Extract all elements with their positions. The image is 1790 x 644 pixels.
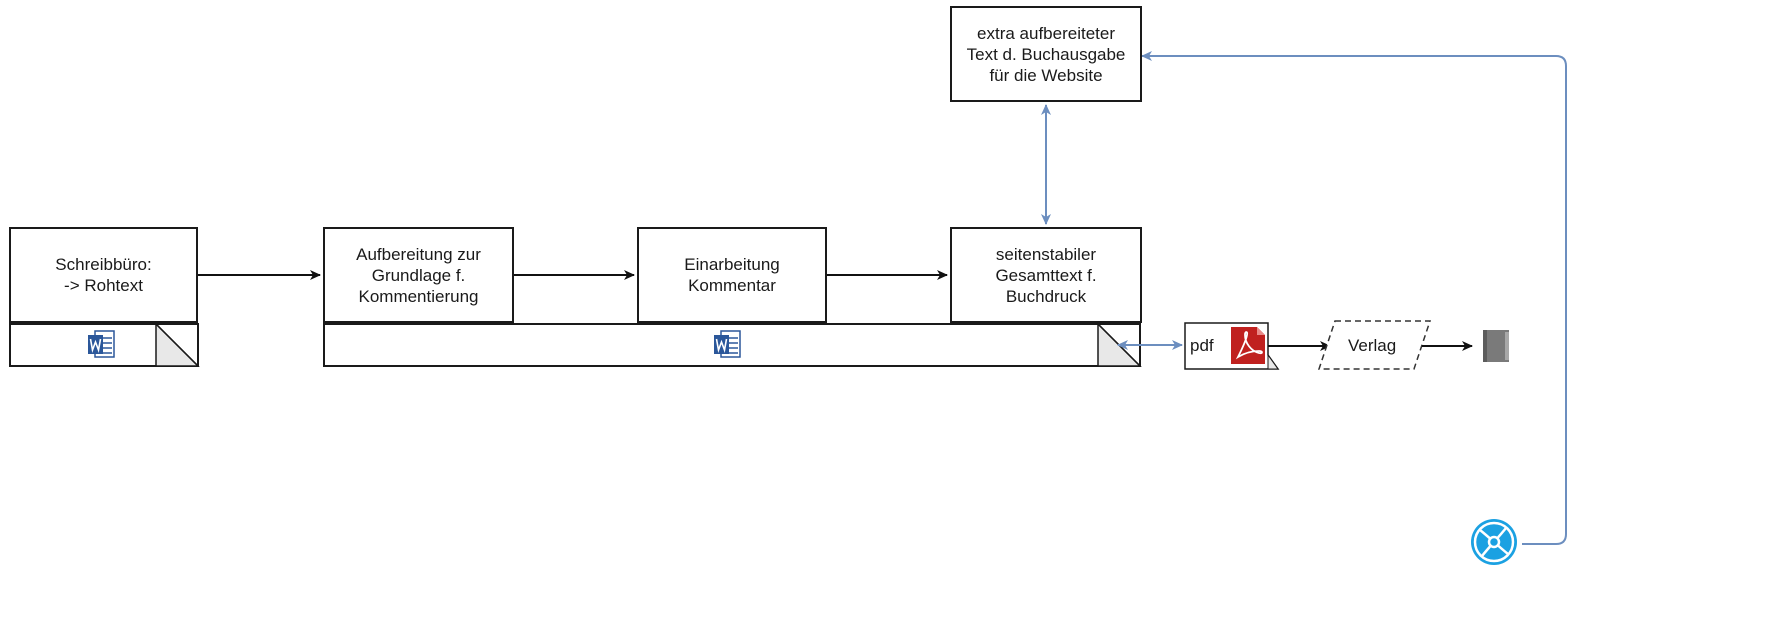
node-einarbeitung-label: Einarbeitung Kommentar	[684, 255, 780, 295]
pdf-label: pdf	[1190, 336, 1214, 355]
node-seitenstabil[interactable]: seitenstabiler Gesamttext f. Buchdruck	[950, 227, 1142, 323]
verlag-label: Verlag	[1348, 336, 1397, 355]
arrow-web-to-extra	[1141, 51, 1567, 545]
node-seitenstabil-label: seitenstabiler Gesamttext f. Buchdruck	[995, 244, 1097, 306]
node-schreibbuero[interactable]: Schreibbüro: -> Rohtext	[9, 227, 198, 323]
node-aufbereitung[interactable]: Aufbereitung zur Grundlage f. Kommentier…	[323, 227, 514, 323]
verlag-shape	[1317, 320, 1432, 370]
book-icon	[1483, 330, 1509, 362]
word-icon	[714, 330, 741, 358]
node-extra[interactable]: extra aufbereiteter Text d. Buchausgabe …	[950, 6, 1142, 102]
node-extra-label: extra aufbereiteter Text d. Buchausgabe …	[966, 23, 1126, 85]
word-icon	[88, 330, 115, 358]
node-einarbeitung[interactable]: Einarbeitung Kommentar	[637, 227, 827, 323]
node-aufbereitung-label: Aufbereitung zur Grundlage f. Kommentier…	[356, 244, 481, 306]
pdf-icon	[1231, 327, 1265, 364]
node-schreibbuero-label: Schreibbüro: -> Rohtext	[55, 255, 152, 295]
web-icon	[1471, 519, 1517, 565]
